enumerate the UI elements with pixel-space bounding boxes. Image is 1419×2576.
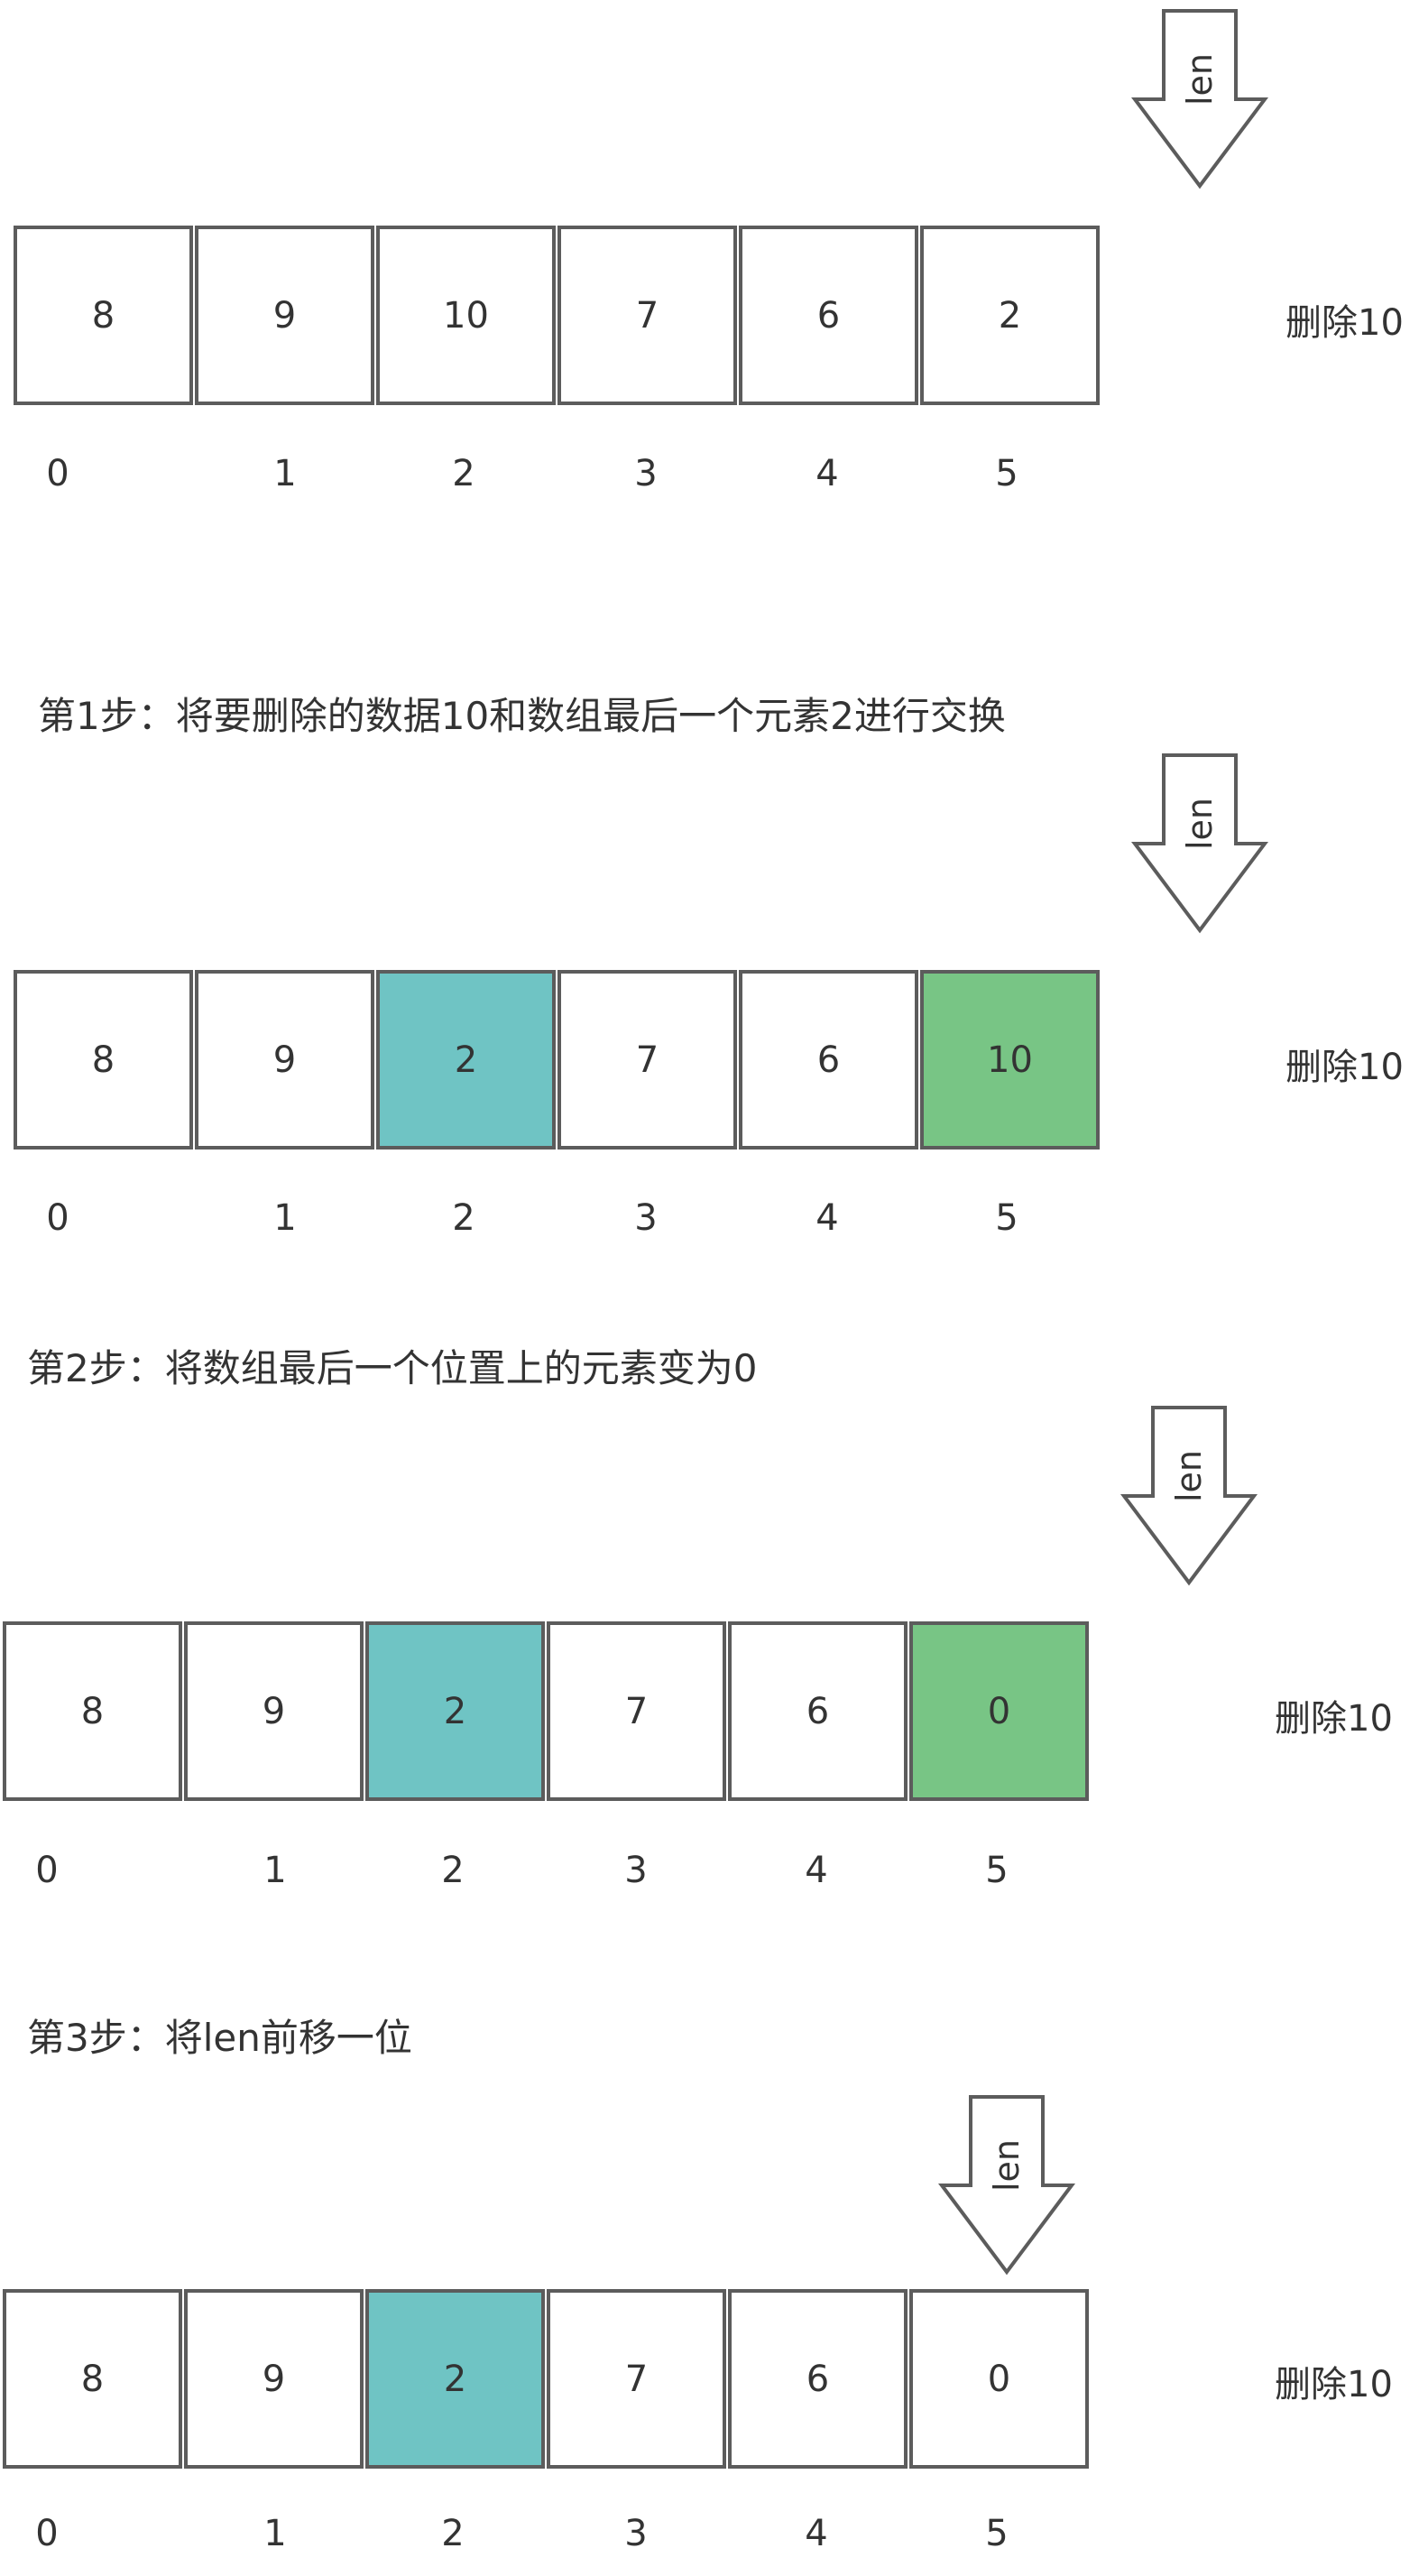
array-cell: 7 [557,970,737,1150]
step-1-caption: 第1步：将要删除的数据10和数组最后一个元素2进行交换 [38,694,1006,738]
array-cell: 9 [195,226,374,405]
index-label: 5 [985,1850,1009,1891]
array-cell: 6 [728,1621,908,1801]
delete-label: 删除10 [1275,2364,1393,2405]
down-arrow-icon [938,2095,1075,2276]
down-arrow-icon [1131,9,1268,189]
index-label: 2 [452,453,475,494]
index-label: 3 [634,453,658,494]
index-label: 0 [46,453,69,494]
delete-label: 删除10 [1285,302,1404,344]
index-label: 2 [441,2513,465,2554]
index-label: 3 [634,1197,658,1239]
down-arrow-icon [1120,1406,1258,1586]
array-cell: 8 [14,970,193,1150]
array-cell: 0 [909,2289,1089,2469]
delete-label: 删除10 [1285,1047,1404,1088]
index-label: 1 [263,2513,287,2554]
delete-label: 删除10 [1275,1698,1393,1740]
array: 8 9 10 7 6 2 [14,226,1101,405]
array-cell: 6 [739,226,918,405]
index-label: 5 [995,453,1018,494]
down-arrow-icon [1131,753,1268,934]
len-pointer: len [1128,9,1272,189]
index-label: 5 [995,1197,1018,1239]
index-label: 1 [273,453,297,494]
array-cell: 6 [739,970,918,1150]
len-pointer-label: len [1169,1449,1209,1503]
array-cell: 8 [3,2289,182,2469]
len-pointer: len [935,2095,1079,2276]
step-2-caption: 第2步：将数组最后一个位置上的元素变为0 [27,1346,758,1390]
array-cell: 9 [184,2289,364,2469]
index-label: 4 [815,1197,839,1239]
array-cell: 7 [547,1621,726,1801]
len-pointer-label: len [1180,52,1220,106]
array-cell-last: 0 [909,1621,1089,1801]
array: 8 9 2 7 6 0 [3,2289,1091,2469]
index-label: 3 [624,2513,648,2554]
array-cell-swapped: 2 [365,1621,545,1801]
index-label: 0 [35,2513,59,2554]
array-cell: 10 [376,226,556,405]
array-cell: 8 [14,226,193,405]
array-cell: 7 [557,226,737,405]
index-label: 4 [805,1850,828,1891]
index-label: 0 [35,1850,59,1891]
array-cell: 6 [728,2289,908,2469]
array-cell: 2 [920,226,1100,405]
array-cell-swapped: 2 [365,2289,545,2469]
index-label: 1 [263,1850,287,1891]
index-label: 0 [46,1197,69,1239]
len-pointer: len [1117,1406,1261,1586]
array-cell: 9 [195,970,374,1150]
len-pointer-label: len [987,2138,1027,2193]
index-label: 2 [441,1850,465,1891]
index-label: 3 [624,1850,648,1891]
index-label: 1 [273,1197,297,1239]
array-cell: 9 [184,1621,364,1801]
step-3-caption: 第3步：将len前移一位 [27,2016,412,2060]
array: 8 9 2 7 6 0 [3,1621,1091,1801]
index-label: 5 [985,2513,1009,2554]
len-pointer-label: len [1180,797,1220,851]
array-cell: 7 [547,2289,726,2469]
array-cell: 8 [3,1621,182,1801]
array-cell-swapped: 2 [376,970,556,1150]
index-label: 4 [805,2513,828,2554]
index-label: 4 [815,453,839,494]
index-label: 2 [452,1197,475,1239]
len-pointer: len [1128,753,1272,934]
array-cell-last: 10 [920,970,1100,1150]
array: 8 9 2 7 6 10 [14,970,1101,1150]
